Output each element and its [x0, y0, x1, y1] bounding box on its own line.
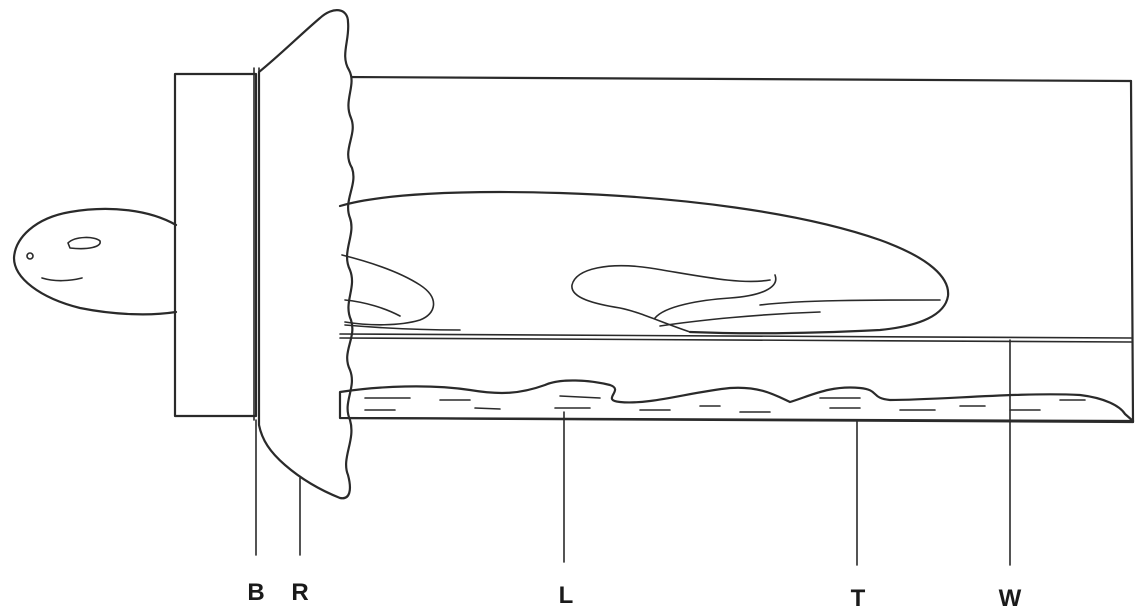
tube-body — [340, 77, 1133, 422]
tortoise-head — [14, 209, 176, 314]
label-t: T — [851, 585, 866, 612]
label-l: L — [559, 582, 574, 609]
eye-icon — [68, 237, 100, 248]
label-w: W — [999, 585, 1022, 612]
tube-collar — [175, 74, 256, 416]
rubber-ruffle — [259, 10, 353, 498]
nostril-icon — [27, 253, 33, 259]
litter-layer — [340, 380, 1133, 421]
leader-lines — [256, 340, 1010, 565]
tortoise-body — [340, 192, 948, 333]
wire-platform — [340, 334, 1131, 342]
label-r: R — [291, 579, 308, 606]
label-b: B — [247, 579, 264, 606]
